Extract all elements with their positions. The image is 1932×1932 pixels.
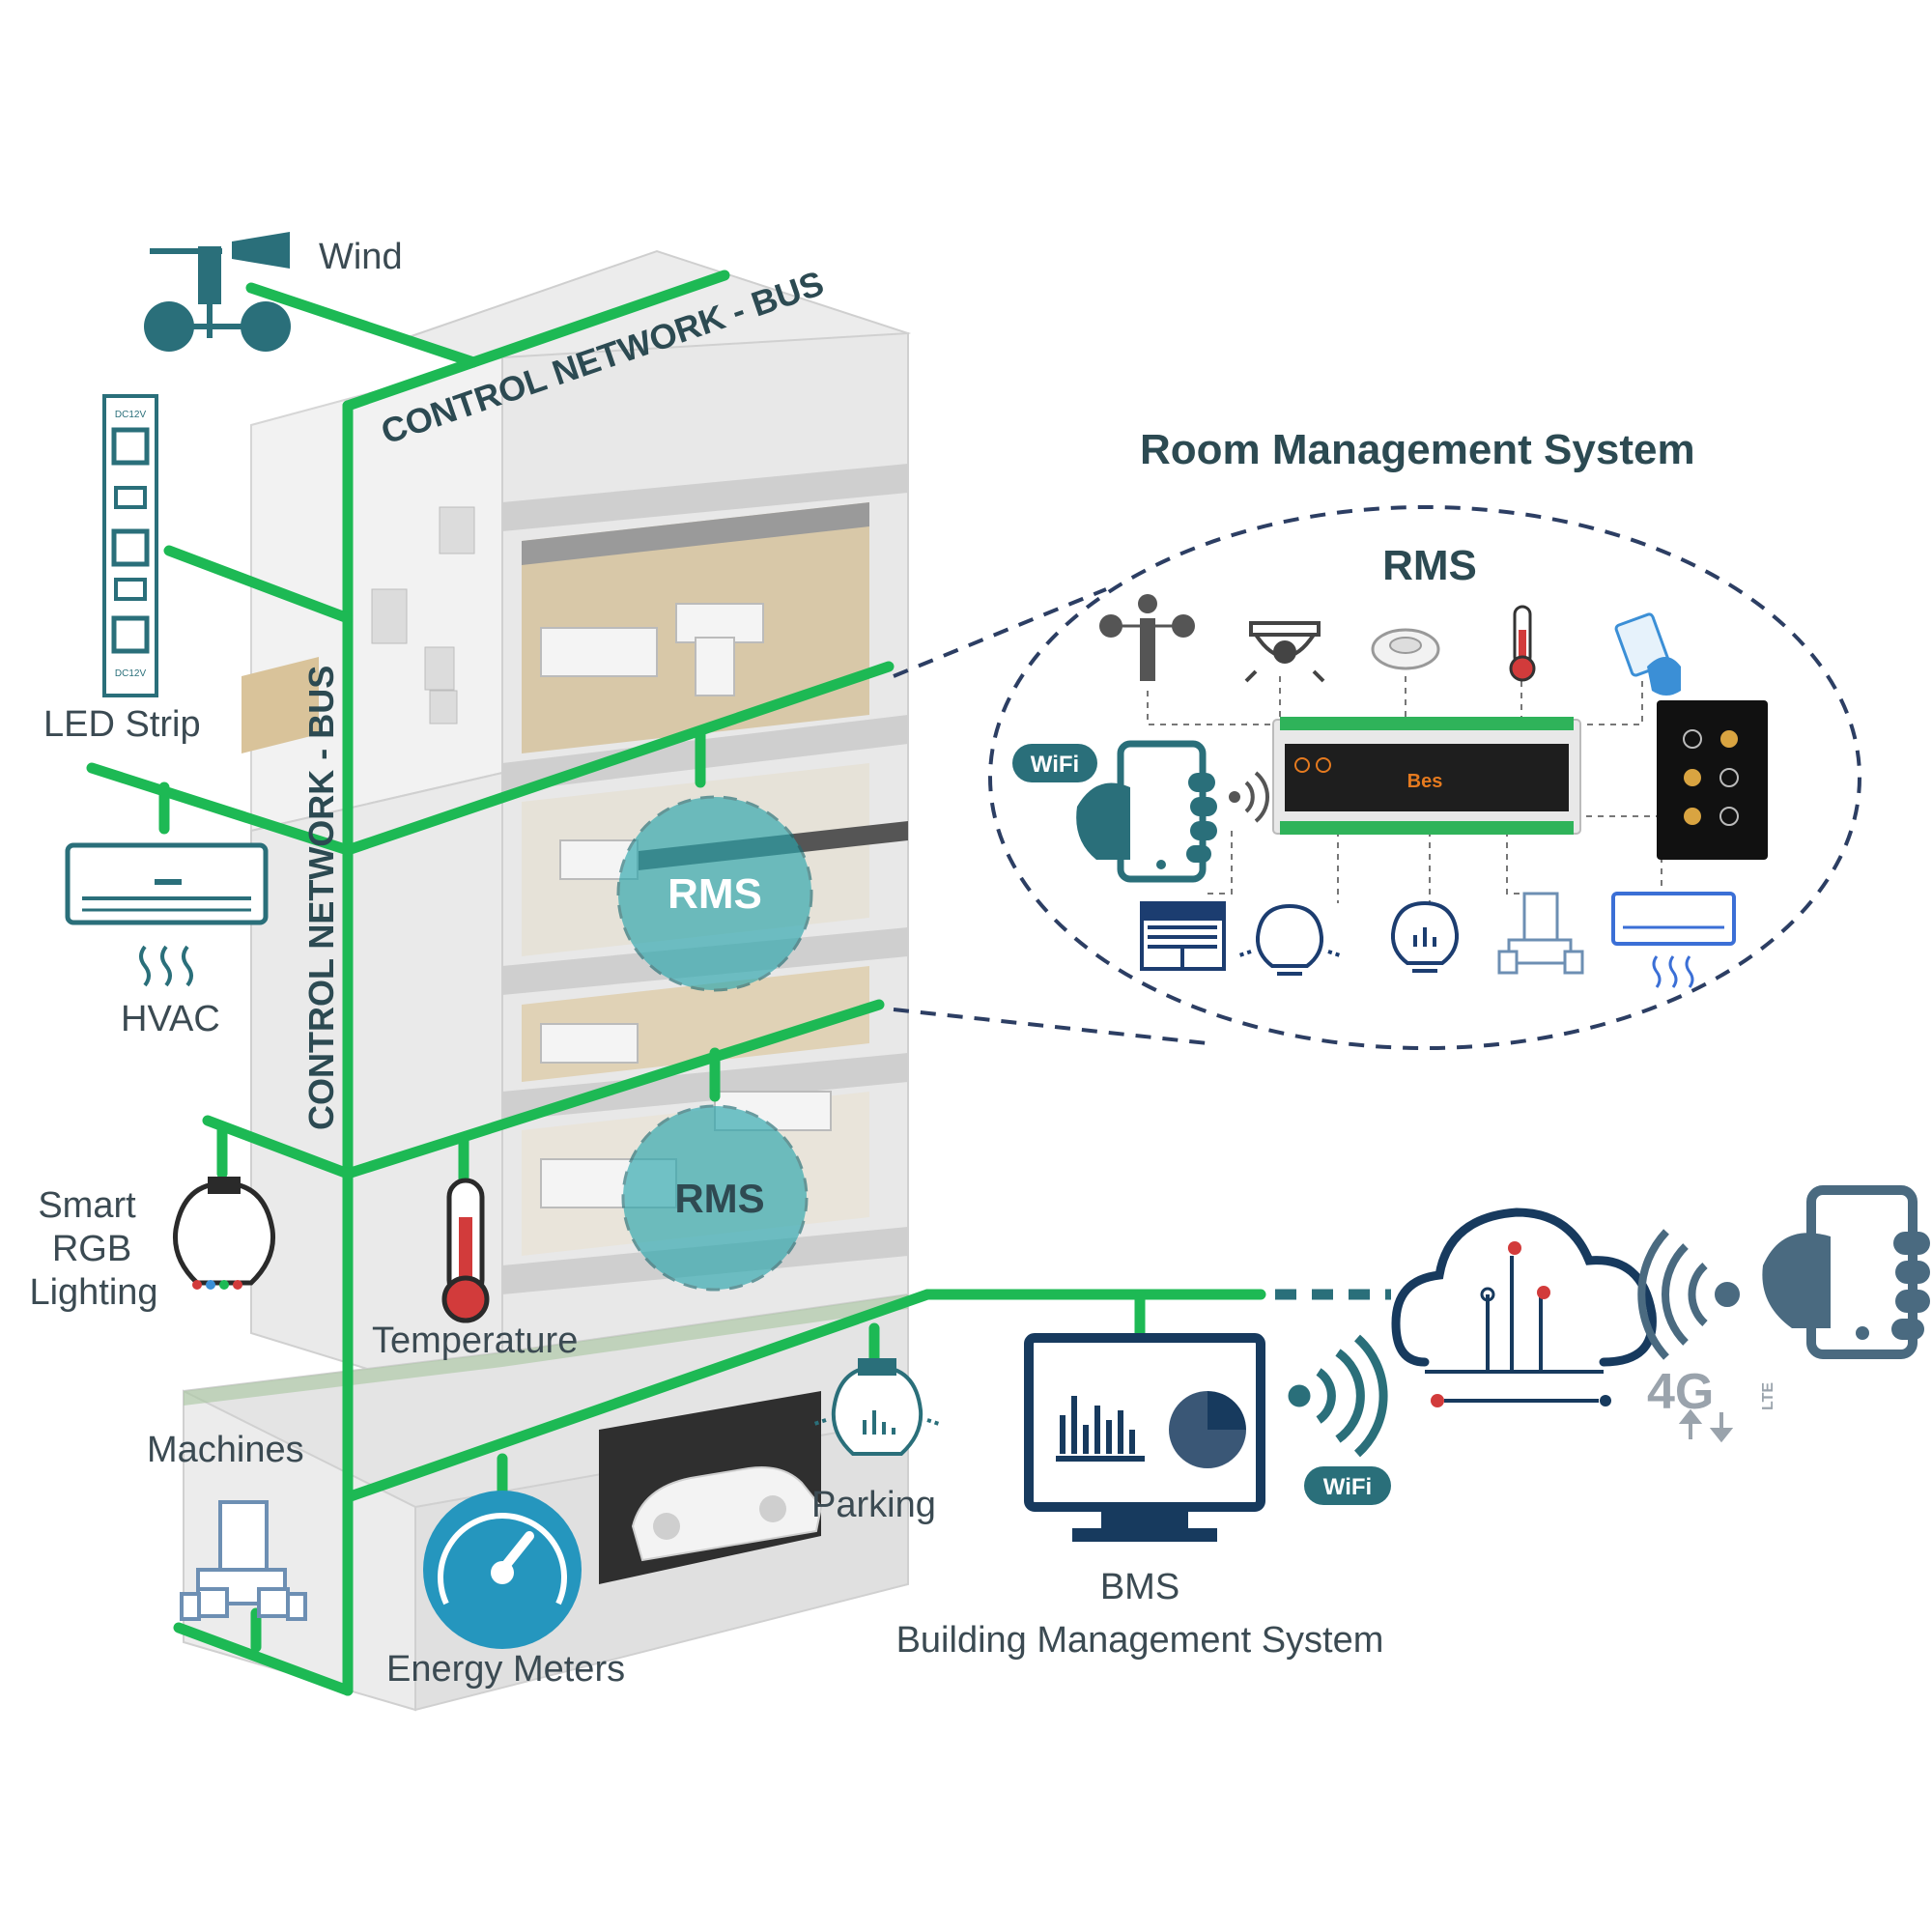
network-4g-label: 4G <box>1647 1364 1714 1420</box>
svg-text:Bes: Bes <box>1407 771 1443 792</box>
wireless-signal-icon-rms <box>1229 771 1269 823</box>
rms-detail-label: RMS <box>1382 542 1477 589</box>
rms-bubble-upper-label: RMS <box>668 870 762 918</box>
control-bus-vertical-label: CONTROL NETWORK - BUS <box>301 666 341 1130</box>
cloud-icon <box>1391 1208 1657 1407</box>
wifi-badge-bms: WiFi <box>1304 1466 1391 1505</box>
smart-rgb-bulb-icon <box>172 1177 276 1290</box>
bms-monitor-icon <box>1024 1333 1265 1542</box>
temperature-label: Temperature <box>372 1321 578 1361</box>
energy-meter-icon <box>423 1491 582 1649</box>
svg-text:WiFi: WiFi <box>1031 752 1079 778</box>
svg-text:WiFi: WiFi <box>1323 1474 1372 1500</box>
machines-label: Machines <box>147 1430 304 1470</box>
rfid-card-icon <box>1614 612 1681 696</box>
touch-panel-icon <box>1657 700 1768 860</box>
rms-panel-title: Room Management System <box>1140 426 1695 473</box>
parking-bulb-icon <box>810 1358 943 1456</box>
rms-controller-module: Bes <box>1272 717 1581 835</box>
pump-icon <box>180 1500 307 1621</box>
up-down-arrows-icon <box>1678 1408 1734 1443</box>
cctv-camera-icon <box>1244 621 1325 683</box>
control-bus-lines <box>86 270 1266 1696</box>
anemometer-icon <box>1099 594 1195 681</box>
hvac-icon <box>65 842 269 987</box>
rms-bubble-upper: RMS <box>616 795 813 992</box>
light-bulb-icon-rms <box>1236 903 1344 976</box>
window-blind-icon <box>1140 901 1226 971</box>
energy-meters-label: Energy Meters <box>386 1649 625 1690</box>
wind-sensor-icon <box>144 232 291 352</box>
smart-rgb-label-line3: Lighting <box>29 1272 157 1313</box>
led-strip-label: LED Strip <box>43 704 201 745</box>
smart-rgb-label-line2: RGB <box>52 1229 131 1269</box>
bms-label: BMS <box>1100 1567 1179 1607</box>
dimmer-bulb-icon-rms <box>1390 900 1460 973</box>
building-illustration <box>183 249 912 1712</box>
svg-text:DC12V: DC12V <box>115 410 147 420</box>
wifi-badge-rms: WiFi <box>1012 744 1097 782</box>
hand-phone-icon-rms <box>1076 740 1217 883</box>
thermometer-icon <box>441 1178 490 1323</box>
pump-icon-rms <box>1497 892 1584 975</box>
hand-phone-icon-mobile <box>1762 1185 1930 1359</box>
ac-unit-icon-rms <box>1611 892 1736 988</box>
smart-rgb-label-line1: Smart <box>38 1185 136 1226</box>
wifi-signal-icon-bms <box>1288 1334 1388 1458</box>
parking-label: Parking <box>811 1485 936 1525</box>
smoke-detector-icon <box>1371 628 1440 670</box>
cellular-signal-icon <box>1637 1229 1740 1360</box>
bms-full-label: Building Management System <box>896 1620 1384 1661</box>
hvac-label: HVAC <box>121 999 220 1039</box>
rms-detail-ellipse <box>988 505 1861 1050</box>
rms-bubble-lower: RMS <box>621 1104 809 1292</box>
svg-text:DC12V: DC12V <box>115 668 147 679</box>
led-strip-icon: DC12V DC12V <box>102 394 158 697</box>
rms-thermometer-icon <box>1509 605 1536 682</box>
rms-bubble-lower-label: RMS <box>674 1176 764 1221</box>
network-lte-label: LTE <box>1760 1382 1776 1410</box>
wind-label: Wind <box>319 237 403 277</box>
